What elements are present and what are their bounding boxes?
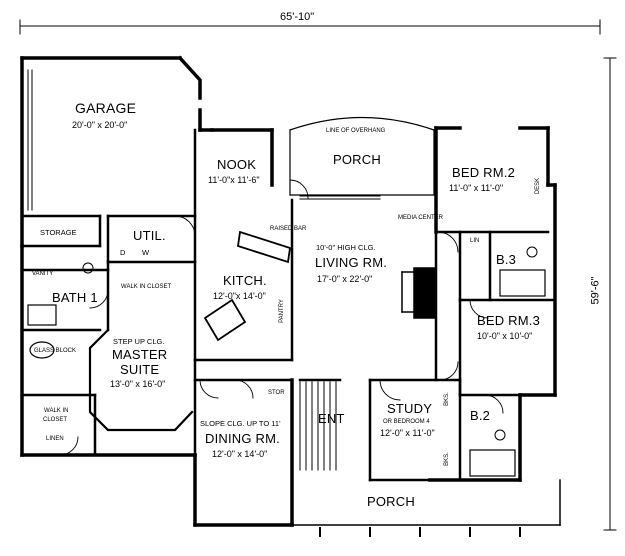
study-bks-1: BKS. <box>443 392 450 406</box>
rear-porch-label: PORCH <box>333 152 381 167</box>
bed2-desk: DESK <box>535 177 542 195</box>
util-washer: W <box>142 248 150 257</box>
living-ceiling: 10'-0" HIGH CLG. <box>316 243 376 252</box>
bath1-tub <box>27 304 57 359</box>
front-porch-posts <box>319 527 521 537</box>
bed3-label: BED RM.3 <box>477 313 541 328</box>
linen-b3-label: LIN <box>470 238 480 244</box>
study-alt-label: OR BEDROOM 4 <box>383 419 430 425</box>
master-label-2: SUITE <box>120 362 160 377</box>
util-dryer: D <box>120 248 126 257</box>
porch-sliding-door <box>299 195 381 200</box>
garage-label: GARAGE <box>75 100 137 116</box>
width-dimension-line <box>19 19 601 35</box>
garage-door <box>27 69 33 211</box>
vanity-label: VANITY <box>32 271 54 277</box>
study-bks-2: BKS. <box>443 452 450 466</box>
front-porch-label: PORCH <box>367 494 415 509</box>
util-label: UTIL. <box>133 228 166 243</box>
master-closet-label: CLOSET <box>43 417 68 423</box>
pantry-label: PANTRY <box>278 299 285 323</box>
raised-bar-label: RAISED BAR <box>270 226 307 232</box>
door-swings <box>59 179 504 456</box>
media-center-label: MEDIA CENTER <box>398 215 444 221</box>
dining-label: DINING RM. <box>205 431 280 446</box>
bath1-label: BATH 1 <box>52 290 98 305</box>
b3-label: B.3 <box>496 252 517 267</box>
master-walkin-label: WALK IN <box>44 408 69 414</box>
master-size: 13'-0" x 16'-0" <box>110 379 166 389</box>
kitchen-label: KITCH. <box>223 273 267 288</box>
bed2-label: BED RM.2 <box>452 165 516 180</box>
toilets <box>82 246 538 441</box>
depth-dimension-label: 59'-6" <box>589 276 602 305</box>
nook-label: NOOK <box>217 157 257 172</box>
bed3-size: 10'-0" x 10'-0" <box>477 331 533 341</box>
living-label: LIVING RM. <box>315 255 388 270</box>
master-label: MASTER <box>112 347 168 362</box>
dining-size: 12'-0" x 14'-0" <box>212 449 268 459</box>
depth-dimension-line <box>603 57 617 531</box>
entry-stairs <box>299 381 337 471</box>
stor-label: STOR <box>268 390 285 396</box>
dining-ceiling: SLOPE CLG. UP TO 11' <box>200 419 281 428</box>
entry-label: ENT <box>318 411 345 426</box>
width-dimension-label: 65'-10" <box>280 11 315 23</box>
b2-tub <box>469 449 516 477</box>
porch-overhang-note: LINE OF OVERHANG <box>326 128 386 134</box>
nook-size: 11'-0"x 11'-6" <box>208 175 260 185</box>
b2-label: B.2 <box>470 408 491 423</box>
study-size: 12'-0" x 11'-0" <box>380 428 435 438</box>
front-porch <box>291 479 561 526</box>
garage-size: 20'-0" x 20'-0" <box>72 120 128 130</box>
bed2-size: 11'-0" x 11'-0" <box>449 183 504 193</box>
master-ceiling: STEP UP CLG. <box>113 337 165 346</box>
storage-label: STORAGE <box>40 228 77 237</box>
linen-master-label: LINEN <box>46 436 64 442</box>
b3-tub <box>499 269 546 297</box>
kitchen-island <box>203 230 291 342</box>
living-size: 17'-0" x 22'-0" <box>317 274 373 284</box>
fireplace <box>401 267 437 319</box>
rear-porch-overhang <box>289 116 435 196</box>
glass-block-label: GLASS BLOCK <box>34 348 77 354</box>
exterior-walls <box>20 55 557 527</box>
kitchen-size: 12'-0"x 14'-0" <box>213 291 266 301</box>
bath-walkin-label: WALK IN CLOSET <box>121 284 172 290</box>
study-label: STUDY <box>387 401 433 416</box>
master-bay-window <box>88 328 194 432</box>
